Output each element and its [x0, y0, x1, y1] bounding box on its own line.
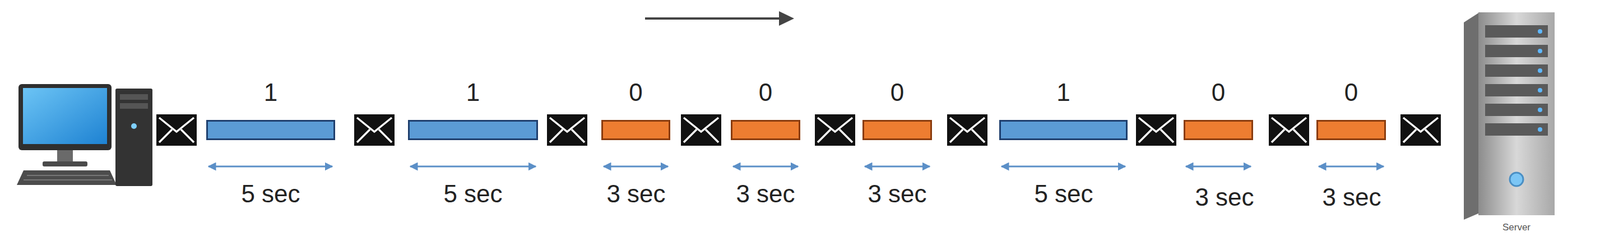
dimension-arrow	[1001, 165, 1126, 168]
pc-tower	[115, 88, 153, 187]
bit-value: 0	[580, 80, 691, 105]
server-slot	[1485, 103, 1548, 117]
bit-bar: 1	[206, 119, 336, 141]
envelope-icon	[156, 114, 197, 146]
server-light	[1537, 48, 1543, 54]
envelope-icon	[814, 114, 856, 146]
bit-bar: 0	[862, 119, 932, 141]
dimension-arrow	[603, 165, 669, 168]
server-body	[1478, 12, 1555, 216]
envelope-icon	[680, 114, 722, 146]
duration-label: 3 sec	[606, 181, 666, 207]
drive-bay	[119, 103, 148, 109]
dimension-arrow	[1185, 165, 1251, 168]
duration-label: 3 sec	[867, 181, 927, 207]
envelope-icon	[546, 114, 588, 146]
device-label: Server	[1502, 222, 1531, 233]
dimension-arrows	[208, 165, 1384, 168]
bit-value: 1	[185, 80, 356, 105]
bit-value: 1	[387, 80, 559, 105]
monitor-base	[42, 161, 88, 167]
server-light	[1537, 87, 1543, 93]
envelope-icon	[354, 114, 395, 146]
duration-label: 5 sec	[1033, 181, 1093, 207]
server-slot	[1485, 44, 1548, 58]
dimension-arrow	[733, 165, 799, 168]
dimension-arrow	[1318, 165, 1384, 168]
envelope-icon	[1400, 114, 1441, 146]
envelope-icon	[1135, 114, 1177, 146]
bit-bar: 0	[1316, 119, 1386, 141]
envelope-icon	[947, 114, 988, 146]
drive-bay	[119, 94, 148, 100]
bit-bar: 1	[407, 119, 539, 141]
bit-value: 0	[1162, 80, 1274, 105]
keyboard-row	[23, 179, 113, 181]
server-slot	[1485, 123, 1548, 136]
keyboard-row	[26, 174, 109, 176]
server-light	[1537, 107, 1543, 113]
bit-value: 1	[978, 80, 1149, 105]
server-light	[1537, 29, 1543, 34]
server-slot	[1485, 84, 1548, 97]
server-light	[1537, 68, 1543, 73]
server-slot	[1485, 64, 1548, 77]
dimension-arrow	[410, 165, 536, 168]
envelope-icon	[1268, 114, 1310, 146]
monitor-neck	[57, 150, 73, 163]
duration-label: 5 sec	[443, 181, 503, 207]
bit-bar: 0	[1183, 119, 1254, 141]
duration-label: 3 sec	[1194, 184, 1254, 210]
computer-icon	[16, 84, 153, 187]
bit-bar: 0	[601, 119, 671, 141]
duration-label: 3 sec	[735, 181, 795, 207]
bit-value: 0	[710, 80, 822, 105]
duration-label: 3 sec	[1322, 184, 1381, 210]
dimension-arrow	[208, 165, 333, 168]
power-light	[131, 123, 137, 129]
bit-bar: 0	[730, 119, 801, 141]
server-button	[1509, 172, 1524, 187]
keyboard	[16, 170, 117, 185]
server-icon	[1463, 12, 1555, 220]
direction-arrow	[645, 11, 795, 26]
server-light	[1537, 127, 1543, 132]
envelopes	[156, 114, 1441, 146]
bit-value: 0	[841, 80, 953, 105]
arrow-shaft	[645, 17, 782, 20]
server-side	[1463, 12, 1480, 220]
bit-bar: 1	[999, 119, 1128, 141]
duration-label: 5 sec	[240, 181, 300, 207]
arrow-head	[778, 11, 795, 26]
monitor-frame	[18, 84, 112, 151]
bit-value: 0	[1295, 80, 1407, 105]
server-slots	[1485, 25, 1548, 136]
dimension-arrow	[864, 165, 930, 168]
monitor-screen	[22, 87, 108, 145]
server-slot	[1485, 25, 1548, 38]
